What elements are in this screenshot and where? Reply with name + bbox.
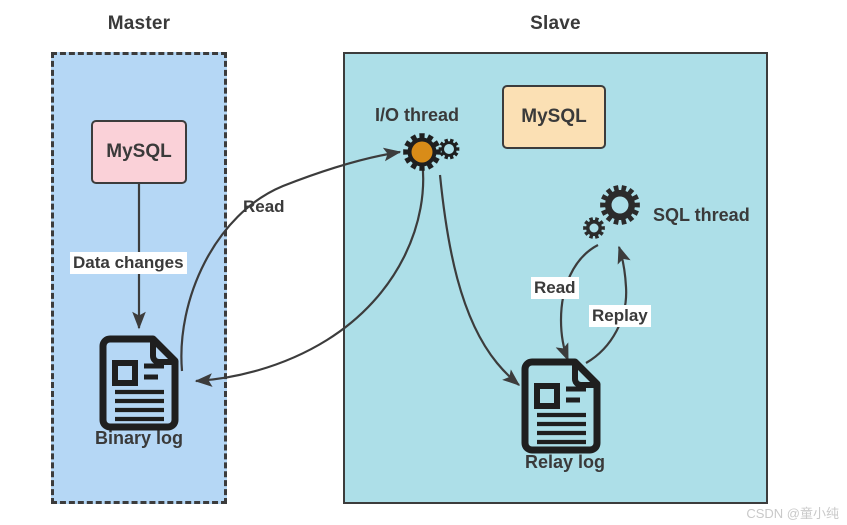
binary-log-icon (96, 335, 182, 436)
master-panel-title: Master (107, 13, 171, 34)
slave-panel-title: Slave (530, 13, 581, 34)
label-relay-log: Relay log (524, 452, 606, 472)
sql-gear-small (583, 217, 605, 239)
io-gear-small (438, 138, 460, 160)
io-thread-gears-icon (399, 129, 465, 180)
slave-mysql-node: MySQL (502, 85, 606, 149)
sql-gear-large (600, 185, 640, 225)
label-read-slave: Read (531, 277, 579, 299)
label-data-changes: Data changes (70, 252, 187, 274)
label-read-master: Read (243, 197, 285, 216)
relay-log-icon (518, 358, 604, 459)
label-sql-thread: SQL thread (653, 205, 750, 225)
io-gear-large (403, 133, 441, 171)
label-io-thread: I/O thread (375, 105, 460, 125)
label-binary-log: Binary log (94, 428, 183, 448)
label-replay: Replay (589, 305, 651, 327)
sql-thread-gears-icon (577, 183, 645, 252)
watermark: CSDN @童小纯 (746, 506, 839, 521)
master-mysql-node: MySQL (91, 120, 187, 184)
